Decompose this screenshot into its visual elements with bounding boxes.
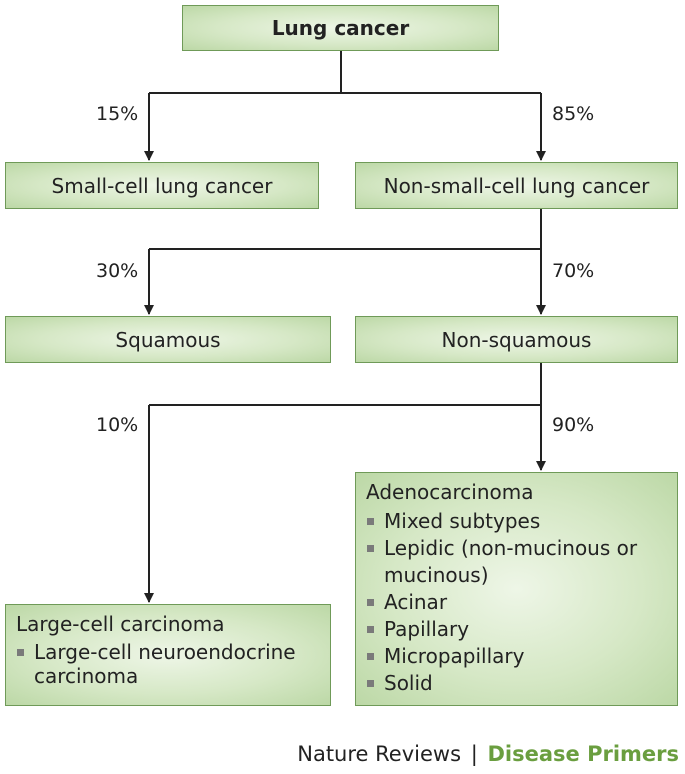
list-item-label: Lepidic (non-mucinous or mucinous) <box>384 536 638 587</box>
square-bullet-icon <box>17 649 24 656</box>
series-name: Disease Primers <box>487 742 679 766</box>
large-cell-subtype-list: Large-cell neuroendocrine carcinoma <box>16 640 320 688</box>
label-large-cell-carcinoma: Large-cell carcinoma <box>16 612 225 636</box>
credit-separator: | <box>470 742 478 766</box>
list-item-label: Acinar <box>384 590 448 614</box>
label-small-cell-lung-cancer: Small-cell lung cancer <box>51 173 273 198</box>
list-item: Large-cell neuroendocrine carcinoma <box>16 640 320 688</box>
list-item: Lepidic (non-mucinous or mucinous) <box>366 535 667 589</box>
label-squamous: Squamous <box>115 327 221 352</box>
percent-non-squamous: 70% <box>552 260 595 282</box>
box-lung-cancer: Lung cancer <box>182 5 499 51</box>
connector-nonsquamous <box>149 363 542 406</box>
square-bullet-icon <box>367 545 374 552</box>
journal-name: Nature Reviews <box>297 742 462 766</box>
square-bullet-icon <box>367 626 374 633</box>
label-adenocarcinoma: Adenocarcinoma <box>366 480 534 504</box>
list-item-label: Solid <box>384 671 433 695</box>
connector-root <box>149 51 541 94</box>
box-adenocarcinoma: Adenocarcinoma Mixed subtypes Lepidic (n… <box>355 472 678 706</box>
list-item: Solid <box>366 670 667 697</box>
percent-small-cell: 15% <box>96 103 139 125</box>
list-item-label: Micropapillary <box>384 644 525 668</box>
list-item: Mixed subtypes <box>366 508 667 535</box>
label-non-squamous: Non-squamous <box>441 327 592 352</box>
list-item-label: Mixed subtypes <box>384 509 541 533</box>
box-large-cell-carcinoma: Large-cell carcinoma Large-cell neuroend… <box>5 604 331 706</box>
percent-large-cell: 10% <box>96 414 139 436</box>
percent-squamous: 30% <box>96 260 139 282</box>
square-bullet-icon <box>367 518 374 525</box>
square-bullet-icon <box>367 599 374 606</box>
label-lung-cancer: Lung cancer <box>271 16 410 40</box>
box-non-squamous: Non-squamous <box>355 316 678 363</box>
box-squamous: Squamous <box>5 316 331 363</box>
box-small-cell-lung-cancer: Small-cell lung cancer <box>5 162 319 209</box>
list-item: Papillary <box>366 616 667 643</box>
connector-nsclc <box>149 209 542 250</box>
publication-credit: Nature Reviews | Disease Primers <box>297 741 679 767</box>
list-item: Acinar <box>366 589 667 616</box>
percent-adenocarcinoma: 90% <box>552 414 595 436</box>
percent-non-small-cell: 85% <box>552 103 595 125</box>
label-non-small-cell-lung-cancer: Non-small-cell lung cancer <box>383 173 650 198</box>
list-item-label: Papillary <box>384 617 470 641</box>
list-item: Micropapillary <box>366 643 667 670</box>
box-non-small-cell-lung-cancer: Non-small-cell lung cancer <box>355 162 678 209</box>
adenocarcinoma-subtype-list: Mixed subtypes Lepidic (non-mucinous or … <box>366 508 667 697</box>
square-bullet-icon <box>367 653 374 660</box>
list-item-label: Large-cell neuroendocrine carcinoma <box>34 640 296 688</box>
square-bullet-icon <box>367 680 374 687</box>
